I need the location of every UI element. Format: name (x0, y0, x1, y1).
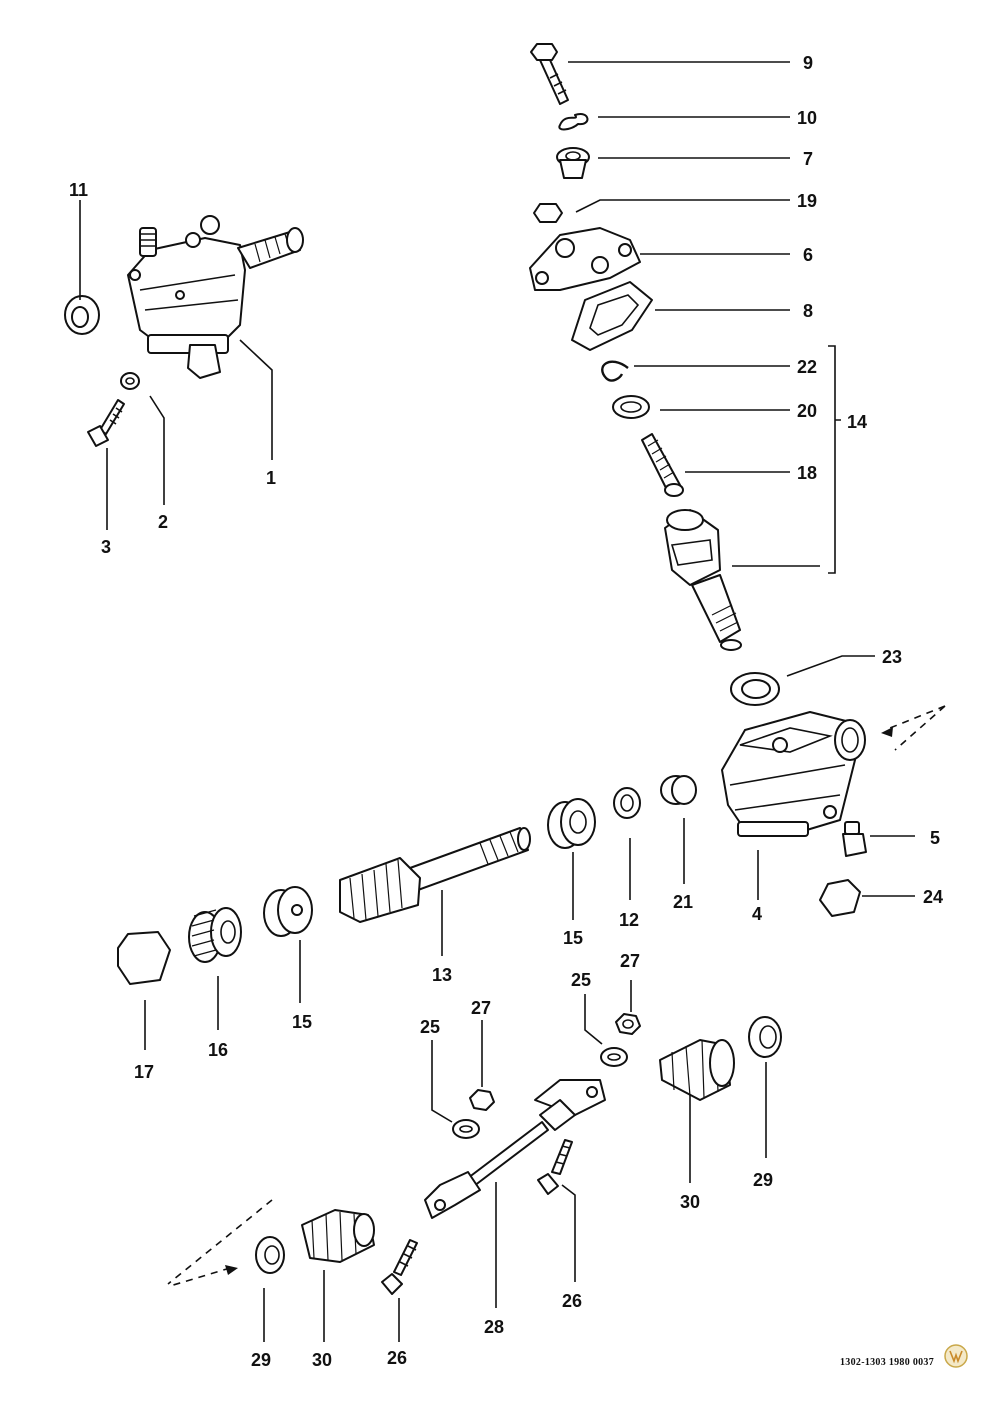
bolt-26-left (381, 1239, 418, 1295)
washer-25-right (600, 1047, 628, 1067)
label-10: 10 (797, 108, 817, 128)
label-29-left: 29 (251, 1350, 271, 1370)
label-25-right: 25 (571, 970, 591, 990)
bearing-15-right (547, 798, 596, 849)
leader-lines (79, 61, 915, 1342)
label-28: 28 (484, 1317, 504, 1337)
cover-6 (529, 227, 641, 291)
lock-ring-10 (558, 113, 589, 131)
label-30-left: 30 (312, 1350, 332, 1370)
label-25-left: 25 (420, 1017, 440, 1037)
oil-seal-23 (730, 672, 780, 706)
locknut-24 (819, 879, 861, 917)
circlip-22 (601, 360, 629, 382)
label-17: 17 (134, 1062, 154, 1082)
label-27-right: 27 (620, 951, 640, 971)
bolt-3 (87, 399, 125, 447)
label-23: 23 (882, 647, 902, 667)
label-27-left: 27 (471, 998, 491, 1018)
bolt-9 (530, 43, 569, 105)
label-19: 19 (797, 191, 817, 211)
label-26-right: 26 (562, 1291, 582, 1311)
label-16: 16 (208, 1040, 228, 1060)
plug-5 (842, 821, 867, 857)
label-24: 24 (923, 887, 943, 907)
reference-code: 1302-1303 1980 0037 (840, 1357, 935, 1368)
oil-seal-11 (64, 295, 100, 335)
label-14: 14 (847, 412, 867, 432)
dashed-arrow-left (167, 1199, 273, 1287)
bolt-26-right (537, 1139, 573, 1195)
gasket-8 (571, 281, 653, 351)
boot-30-left (301, 1209, 375, 1263)
label-2: 2 (158, 512, 168, 532)
washer-25-left (452, 1119, 480, 1139)
thrust-washer-20 (612, 395, 650, 419)
gear-housing-4 (721, 711, 866, 837)
sector-shaft-14 (664, 509, 742, 651)
nut-19 (533, 203, 563, 223)
washer-2 (120, 372, 140, 390)
adjusting-screw-cap-7 (556, 147, 590, 179)
label-13: 13 (432, 965, 452, 985)
worm-shaft-13 (339, 827, 531, 923)
label-30-right: 30 (680, 1192, 700, 1212)
label-26-left: 26 (387, 1348, 407, 1368)
label-18: 18 (797, 463, 817, 483)
steering-coupling-28 (424, 1079, 606, 1219)
label-6: 6 (803, 245, 813, 265)
label-7: 7 (803, 149, 813, 169)
steering-gear-box (127, 215, 304, 379)
label-20: 20 (797, 401, 817, 421)
bearing-15-left (263, 886, 313, 937)
label-9: 9 (803, 53, 813, 73)
locknut-17 (117, 931, 171, 985)
label-5: 5 (930, 828, 940, 848)
nut-27-right (615, 1013, 641, 1035)
label-29-right: 29 (753, 1170, 773, 1190)
label-15-right: 15 (563, 928, 583, 948)
label-8: 8 (803, 301, 813, 321)
label-21: 21 (673, 892, 693, 912)
bearing-21 (660, 775, 697, 805)
washer-12 (613, 787, 641, 819)
label-1: 1 (266, 468, 276, 488)
gaiter-flange-29-left (255, 1236, 285, 1274)
label-3: 3 (101, 537, 111, 557)
nut-27-left (469, 1089, 495, 1111)
vw-logo-icon (944, 1344, 968, 1368)
gaiter-flange-29-right (748, 1016, 782, 1058)
adjusting-screw-18 (641, 433, 684, 497)
label-15-left: 15 (292, 1012, 312, 1032)
label-4: 4 (752, 904, 762, 924)
label-22: 22 (797, 357, 817, 377)
label-12: 12 (619, 910, 639, 930)
adjusting-screw-16 (188, 907, 242, 963)
part-labels: 9 10 7 19 6 8 22 20 14 18 23 5 24 4 21 1… (69, 53, 943, 1370)
label-11: 11 (69, 180, 88, 200)
dashed-arrow-right (881, 705, 946, 751)
boot-30-right (659, 1039, 735, 1101)
